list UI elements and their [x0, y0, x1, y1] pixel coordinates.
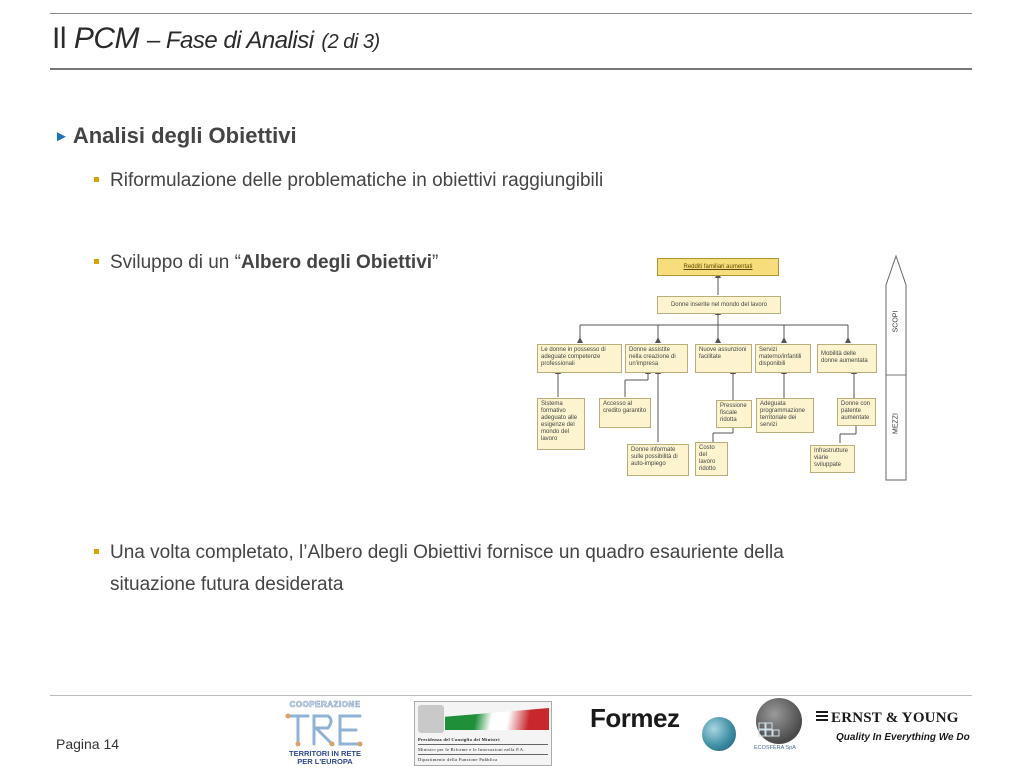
- bullet-3-line-1: Una volta completato, l’Albero degli Obi…: [110, 542, 784, 563]
- tree-node-level2-5: Mobilità delle donne aumentata: [817, 344, 877, 373]
- government-logo: Presidenza del Consiglio dei Ministri Mi…: [414, 701, 552, 766]
- tree-node-level3-4: Adeguata programmazione territoriale dei…: [756, 398, 814, 433]
- tree-node-level4-1: Donne informate sulle possibilità di aut…: [627, 444, 689, 476]
- side-label-scopi: SCOPI: [892, 310, 900, 333]
- bullet-item-1: Riformulazione delle problematiche in ob…: [94, 170, 603, 192]
- gov-line-1: Presidenza del Consiglio dei Ministri: [418, 735, 548, 745]
- tree-connectors: [555, 254, 907, 481]
- tree-node-level1: Donne inserite nel mondo del lavoro: [657, 296, 781, 314]
- ecosfera-logo: ECOSFERA SpA: [754, 698, 806, 756]
- bullet-2-pre: Sviluppo di un “: [110, 252, 241, 273]
- cooperazione-line-2: PER L'EUROPA: [297, 757, 353, 766]
- tree-node-level3-1: Sistema formativo adeguato alle esigenze…: [537, 398, 585, 450]
- title-top-rule: [50, 13, 972, 14]
- cooperazione-tre-logo: COOPERAZIONE TERRITORI IN RETE PER L'EUR…: [282, 700, 368, 766]
- ecosfera-grid-icon: [758, 722, 780, 737]
- triangle-bullet-icon: ►: [54, 128, 69, 145]
- ey-tagline: Quality In Everything We Do: [836, 732, 970, 743]
- gov-line-2: Ministro per le Riforme e le Innovazioni…: [418, 745, 548, 755]
- tree-node-level2-3: Nuove assunzioni facilitate: [695, 344, 752, 373]
- cooperazione-tagline: TERRITORI IN RETE PER L'EUROPA: [282, 750, 368, 766]
- tree-node-level3-3: Pressione fiscale ridotta: [716, 400, 752, 428]
- square-bullet-icon: [94, 177, 99, 182]
- title-il: Il: [52, 22, 67, 55]
- square-bullet-icon: [94, 549, 99, 554]
- tree-node-level4-3: Infrastrutture viarie sviluppate: [810, 445, 855, 473]
- bullet-item-3: Una volta completato, l’Albero degli Obi…: [94, 537, 784, 601]
- formez-logo: Formez: [588, 703, 748, 755]
- italian-flag-wave: [445, 708, 549, 730]
- tree-node-top: Redditi familiari aumentati: [657, 258, 779, 276]
- tree-node-level2-1: Le donne in possesso di adeguate compete…: [537, 344, 622, 373]
- slide-title: Il PCM – Fase di Analisi (2 di 3): [52, 22, 380, 56]
- ey-wordmark: ERNST & YOUNG: [816, 710, 959, 727]
- bullet-1-text: Riformulazione delle problematiche in ob…: [110, 170, 604, 191]
- side-label-mezzi: MEZZI: [892, 413, 900, 434]
- footer-rule: [50, 695, 972, 696]
- ey-bars-icon: [816, 711, 828, 723]
- title-bottom-rule: [50, 68, 972, 70]
- formez-wordmark: Formez: [590, 703, 680, 733]
- bullet-2-bold: Albero degli Obiettivi: [240, 252, 433, 273]
- tree-node-level2-2: Donne assistite nella creazione di un'im…: [625, 344, 688, 373]
- page-number: Pagina 14: [56, 736, 120, 752]
- government-text: Presidenza del Consiglio dei Ministri Mi…: [418, 735, 548, 764]
- title-pcm: PCM: [73, 22, 140, 55]
- objectives-tree: Redditi familiari aumentati Donne inseri…: [530, 250, 920, 485]
- title-phase: – Fase di Analisi: [146, 27, 314, 54]
- tree-node-level3-5: Donne con patente aumentate: [837, 398, 876, 426]
- cooperazione-top-text: COOPERAZIONE: [289, 700, 361, 710]
- heading-text: Analisi degli Obiettivi: [72, 123, 297, 148]
- section-heading: ►Analisi degli Obiettivi: [54, 123, 297, 149]
- square-bullet-icon: [94, 259, 99, 264]
- bullet-item-2: Sviluppo di un “Albero degli Obiettivi”: [94, 252, 438, 274]
- formez-globe-icon: [702, 717, 736, 751]
- tre-mark-icon: [285, 713, 363, 747]
- tree-node-level3-2: Accesso al credito garantito: [599, 398, 651, 428]
- bullet-2-post: ”: [432, 252, 439, 273]
- ernst-young-logo: ERNST & YOUNG Quality In Everything We D…: [816, 710, 970, 750]
- ecosfera-label: ECOSFERA SpA: [754, 745, 796, 751]
- bullet-3-line-2: situazione futura desiderata: [110, 574, 344, 595]
- title-counter: (2 di 3): [321, 31, 380, 53]
- tree-node-level4-2: Costo del lavoro ridotto: [695, 442, 728, 476]
- cooperazione-line-1: TERRITORI IN RETE: [289, 749, 361, 758]
- emblem-icon: [418, 705, 444, 733]
- ey-name: ERNST & YOUNG: [831, 710, 959, 726]
- tree-node-level2-4: Servizi materno/infantili disponibili: [755, 344, 811, 373]
- gov-line-3: Dipartimento della Funzione Pubblica: [418, 757, 498, 762]
